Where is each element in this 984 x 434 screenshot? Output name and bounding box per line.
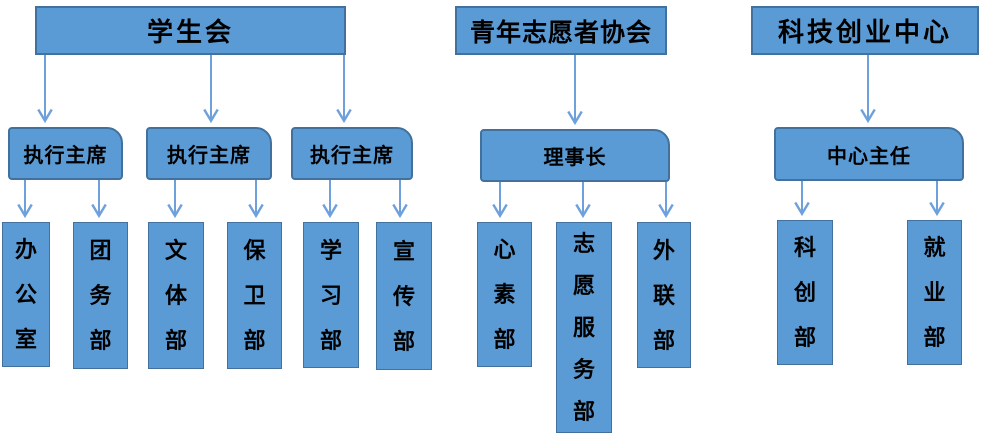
node-mind-quality-dept: 心 素 部 — [477, 222, 532, 367]
node-center-director: 中心主任 — [774, 127, 964, 181]
node-office-dept: 办 公 室 — [2, 222, 50, 367]
node-executive-chair-1: 执行主席 — [8, 127, 123, 180]
node-volunteer-service-dept: 志 愿 服 务 部 — [556, 222, 612, 433]
node-study-dept: 学 习 部 — [303, 222, 359, 368]
node-external-liaison-dept: 外 联 部 — [637, 222, 691, 368]
node-council-president: 理事长 — [480, 129, 670, 182]
node-league-affairs-dept: 团 务 部 — [73, 222, 128, 369]
node-publicity-dept: 宣 传 部 — [376, 222, 432, 370]
node-security-dept: 保 卫 部 — [227, 222, 282, 369]
node-executive-chair-2: 执行主席 — [146, 127, 272, 180]
node-sci-innovation-dept: 科 创 部 — [777, 220, 833, 365]
node-tech-entrepreneurship-center: 科技创业中心 — [751, 6, 979, 55]
node-executive-chair-3: 执行主席 — [291, 127, 413, 180]
node-culture-sports-dept: 文 体 部 — [148, 222, 204, 369]
node-youth-volunteer-association: 青年志愿者协会 — [455, 6, 667, 55]
node-employment-dept: 就 业 部 — [907, 220, 962, 365]
node-student-union: 学生会 — [35, 6, 346, 55]
